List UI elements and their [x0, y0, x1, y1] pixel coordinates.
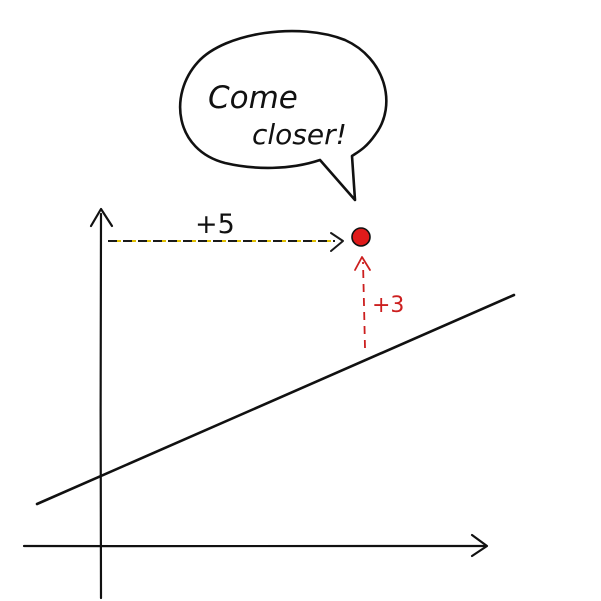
- bubble-text-line1: Come: [208, 80, 298, 116]
- axes: [22, 207, 489, 600]
- x-axis-arrowhead: [470, 533, 489, 558]
- regression-line: [35, 293, 516, 506]
- speech-bubble: [178, 29, 388, 202]
- vertical-offset-label: +3: [372, 293, 404, 318]
- bubble-text-line2: closer!: [252, 118, 347, 151]
- horizontal-offset-arrow: [108, 232, 344, 252]
- y-axis-arrowhead: [89, 207, 114, 228]
- vertical-offset-arrow: [354, 256, 371, 349]
- data-point: [351, 227, 371, 247]
- horizontal-offset-label: +5: [195, 209, 235, 240]
